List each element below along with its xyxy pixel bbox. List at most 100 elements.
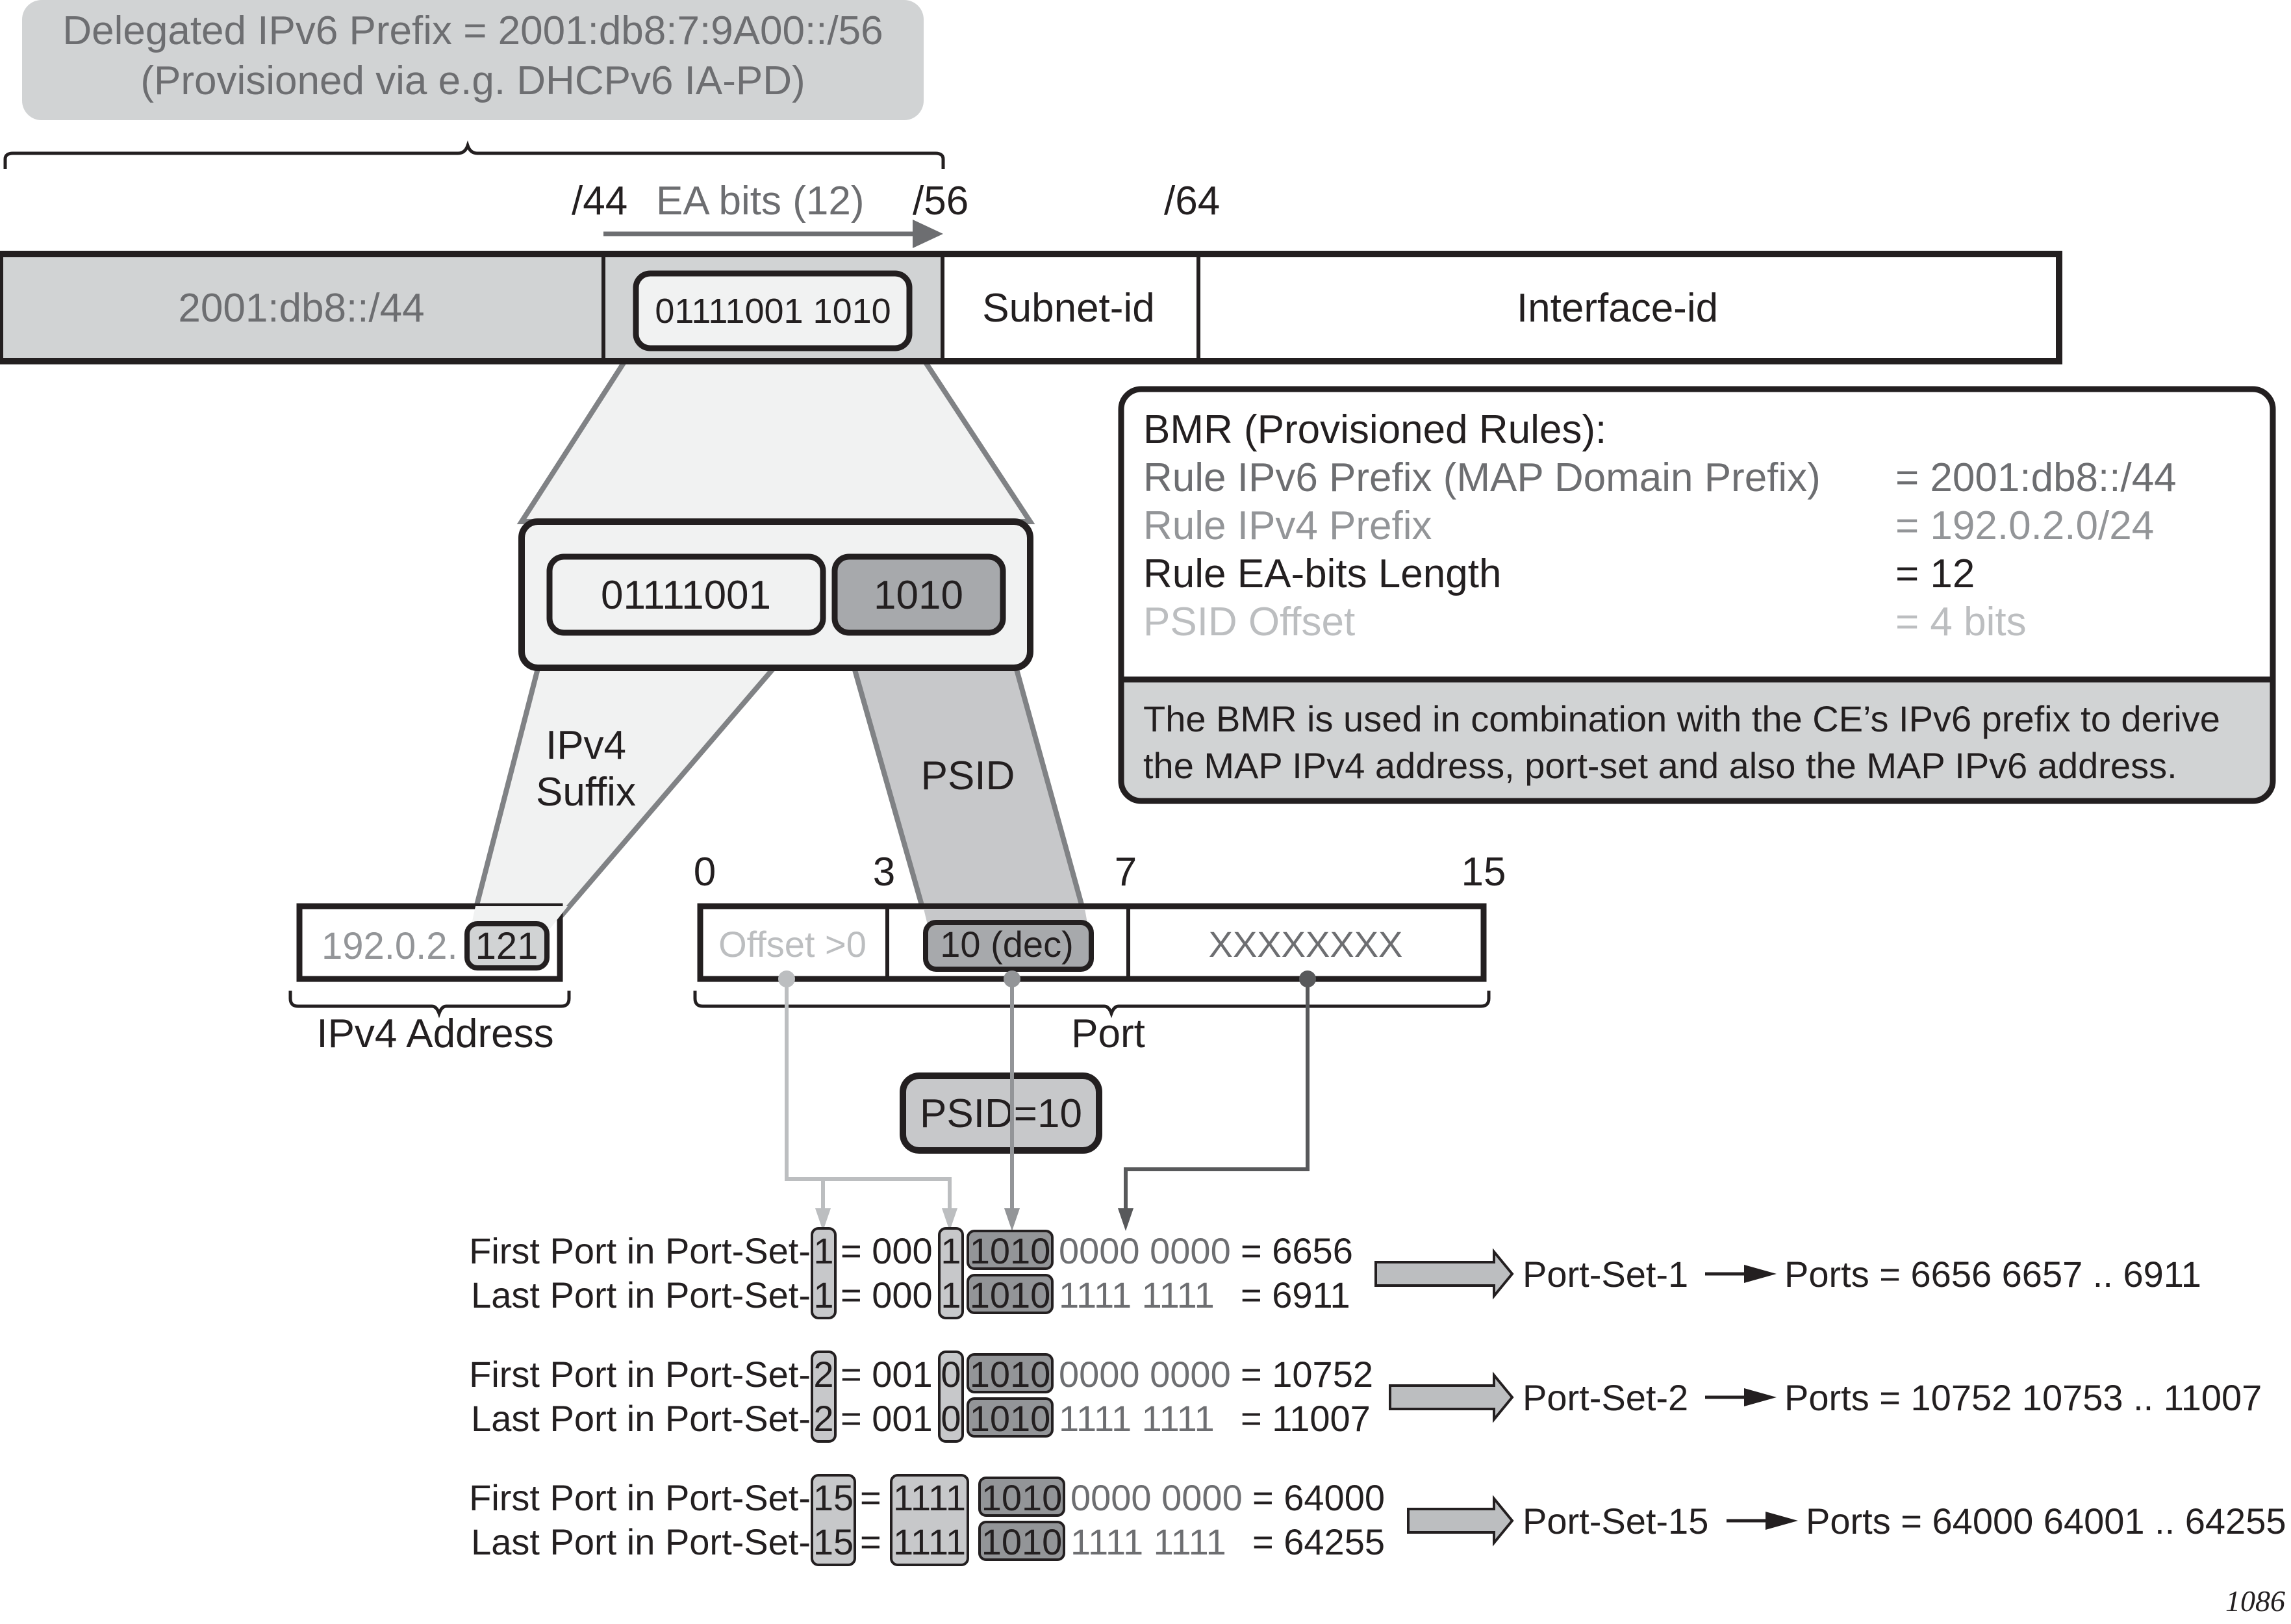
set-number-highlight	[811, 1474, 856, 1566]
port-row-label: First Port in Port-Set-	[469, 1354, 811, 1395]
psid-bits-box	[831, 553, 1006, 636]
port-row-psid-bits: 1010	[981, 1521, 1063, 1562]
port-row-result: = 10752	[1241, 1354, 1373, 1395]
port-set-name: Port-Set-15	[1523, 1501, 1708, 1542]
rest-connector	[1118, 971, 1316, 1231]
port-tick-7: 7	[1115, 850, 1137, 894]
offset-bits-highlight	[938, 1227, 964, 1319]
port-rest-field: XXXXXXXX	[1209, 924, 1403, 965]
port-brace	[693, 991, 1491, 1019]
set-number-highlight	[811, 1351, 837, 1443]
bmr-rule-ipv4-prefix-name: Rule IPv4 Prefix	[1143, 503, 1432, 548]
port-range: Ports = 10752 10753 .. 11007	[1784, 1377, 2262, 1418]
port-row-set-number: 15	[813, 1477, 854, 1518]
ipv4-suffix-text: 121	[475, 925, 538, 967]
ea-bits-label: EA bits (12)	[656, 179, 864, 223]
port-row-tail-bits: 0000 0000	[1059, 1354, 1231, 1395]
marker-64: /64	[1164, 179, 1220, 223]
marker-44: /44	[572, 179, 627, 223]
port-row-label: First Port in Port-Set-	[469, 1230, 811, 1271]
port-range: Ports = 6656 6657 .. 6911	[1784, 1254, 2201, 1295]
psid-bits-highlight	[978, 1521, 1065, 1561]
ipv4-suffix-box	[464, 921, 550, 971]
set-number-highlight	[811, 1227, 837, 1319]
ipv4-address-brace	[288, 991, 571, 1019]
subnet-id-text: Subnet-id	[982, 286, 1154, 331]
ea-bits-arrow	[603, 220, 943, 248]
ipv4-suffix-bits-text: 01111001	[601, 573, 771, 618]
port-row-psid-bits: 1010	[981, 1477, 1063, 1518]
ea-bits-value-text: 01111001 1010	[655, 292, 891, 331]
psid-bits-highlight	[978, 1477, 1065, 1517]
port-row-equals: = 001	[841, 1398, 933, 1439]
port-tick-15: 15	[1462, 850, 1506, 894]
offset-bits-highlight	[890, 1474, 969, 1566]
port-row-offset-bits: 0	[941, 1354, 961, 1395]
port-row-psid-bits: 1010	[970, 1398, 1051, 1439]
port-row-set-number: 2	[813, 1354, 833, 1395]
port-row-set-number: 15	[813, 1521, 854, 1562]
psid-bits-text: 1010	[874, 573, 963, 618]
port-row-result: = 11007	[1241, 1398, 1371, 1439]
offset-bits-highlight	[938, 1351, 964, 1443]
port-row-label: Last Port in Port-Set-	[471, 1398, 811, 1439]
port-psid-field: 10 (dec)	[940, 924, 1073, 965]
port-label: Port	[1071, 1011, 1145, 1056]
port-row-equals: = 000	[841, 1275, 933, 1315]
port-row-equals: = 001	[841, 1354, 933, 1395]
bmr-note-line2: the MAP IPv4 address, port-set and also …	[1143, 745, 2177, 786]
interface-id-text: Interface-id	[1517, 286, 1718, 331]
bmr-rule-ipv6-prefix-name: Rule IPv6 Prefix (MAP Domain Prefix)	[1143, 455, 1821, 500]
port-row-offset-bits: 1	[941, 1230, 961, 1271]
port-row-set-number: 1	[813, 1230, 833, 1271]
psid-badge	[900, 1072, 1102, 1154]
port-tick-3: 3	[873, 850, 895, 894]
port-row-tail-bits: 1111 1111	[1059, 1275, 1215, 1315]
bmr-rule-ipv4-prefix-value: = 192.0.2.0/24	[1895, 503, 2154, 548]
psid-bits-highlight	[967, 1397, 1054, 1438]
psid-bits-highlight	[967, 1274, 1054, 1314]
port-row-tail-bits: 1111 1111	[1059, 1398, 1215, 1439]
ea-bits-value-box	[633, 270, 913, 351]
port-tick-0: 0	[694, 850, 716, 894]
psid-badge-text: PSID=10	[920, 1091, 1082, 1136]
block-arrow-icon	[1374, 1248, 1514, 1300]
port-row-equals: =	[860, 1477, 881, 1518]
port-row-label: Last Port in Port-Set-	[471, 1275, 811, 1315]
figure-number: 1086	[2225, 1584, 2285, 1618]
bmr-rule-ipv6-prefix-value: = 2001:db8::/44	[1895, 455, 2177, 500]
port-row-tail-bits: 0000 0000	[1059, 1230, 1231, 1271]
port-row-offset-bits: 0	[941, 1398, 961, 1439]
marker-56: /56	[913, 179, 968, 223]
bmr-rule-ea-length-name: Rule EA-bits Length	[1143, 552, 1501, 596]
bmr-note-line1: The BMR is used in combination with the …	[1143, 698, 2220, 739]
port-row-equals: =	[860, 1521, 881, 1562]
rule-prefix-text: 2001:db8::/44	[178, 286, 424, 331]
ea-expansion-shade	[516, 335, 1035, 524]
psid-connector	[1004, 971, 1020, 1231]
delegated-prefix-line2: (Provisioned via e.g. DHCPv6 IA-PD)	[140, 58, 805, 103]
psid-bits-highlight	[967, 1353, 1054, 1393]
port-row-label: Last Port in Port-Set-	[471, 1521, 811, 1562]
port-row-result: = 64255	[1252, 1521, 1385, 1562]
bmr-title: BMR (Provisioned Rules):	[1143, 407, 1606, 452]
bmr-rule-psid-offset-name: PSID Offset	[1143, 600, 1355, 644]
port-row-result: = 6656	[1241, 1230, 1353, 1271]
port-set-name: Port-Set-2	[1523, 1377, 1688, 1418]
port-row-offset-bits: 1111	[893, 1477, 966, 1518]
offset-connector	[778, 971, 957, 1231]
ipv4-suffix-label-1: IPv4	[546, 723, 626, 768]
port-row-result: = 64000	[1252, 1477, 1385, 1518]
bmr-box	[1118, 386, 2276, 804]
port-row-result: = 6911	[1241, 1275, 1350, 1315]
rule-prefix-field	[0, 254, 603, 361]
port-row-psid-bits: 1010	[970, 1275, 1051, 1315]
bmr-rule-ea-length-value: = 12	[1895, 552, 1975, 596]
port-row-set-number: 1	[813, 1275, 833, 1315]
delegated-prefix-box	[22, 0, 924, 120]
block-arrow-icon	[1407, 1495, 1514, 1547]
psid-label: PSID	[921, 754, 1015, 798]
port-row-psid-bits: 1010	[970, 1230, 1051, 1271]
